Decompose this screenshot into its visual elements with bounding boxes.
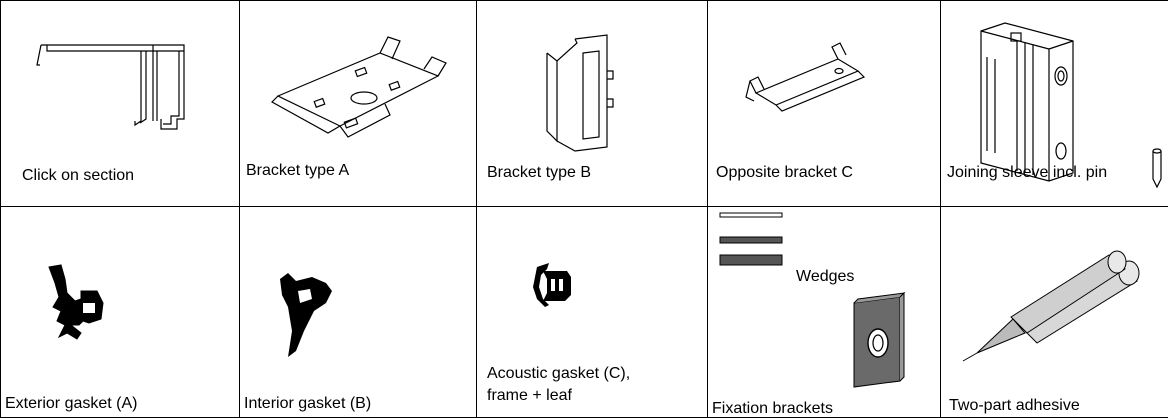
- caption-exterior-gasket: Exterior gasket (A): [5, 395, 138, 412]
- cell-acoustic-gasket: Acoustic gasket (C), frame + leaf: [477, 207, 707, 417]
- grid-line-v4: [940, 0, 941, 418]
- cell-fixation-brackets: Wedges Fixation brackets: [708, 207, 940, 417]
- cell-click-on-section: Click on section: [1, 1, 239, 206]
- click-on-section-profile-icon: [36, 44, 185, 130]
- cell-joining-sleeve: Joining sleeve incl. pin: [941, 1, 1168, 206]
- grid-line-middle: [0, 206, 1168, 207]
- caption-bracket-b: Bracket type B: [487, 164, 592, 181]
- caption-acoustic-gasket-line2: frame + leaf: [487, 387, 572, 404]
- joining-sleeve-icon: [980, 22, 1162, 189]
- caption-opposite-bracket-c: Opposite bracket C: [716, 164, 853, 181]
- grid-line-top: [0, 0, 1168, 1]
- bracket-b-icon: [546, 34, 614, 152]
- wedges-label: Wedges: [796, 268, 855, 285]
- cell-interior-gasket: Interior gasket (B): [240, 207, 476, 417]
- exterior-gasket-icon: [48, 264, 104, 340]
- caption-joining-sleeve: Joining sleeve incl. pin: [947, 164, 1108, 181]
- opposite-bracket-c-icon: [745, 42, 866, 112]
- acoustic-gasket-icon: [533, 263, 571, 307]
- caption-bracket-a: Bracket type A: [246, 162, 350, 179]
- cell-two-part-adhesive: Two-part adhesive: [941, 207, 1168, 417]
- caption-two-part-adhesive: Two-part adhesive: [949, 397, 1080, 414]
- caption-interior-gasket: Interior gasket (B): [244, 395, 372, 412]
- cell-opposite-bracket-c: Opposite bracket C: [708, 1, 940, 206]
- cell-exterior-gasket: Exterior gasket (A): [1, 207, 239, 417]
- caption-acoustic-gasket-line1: Acoustic gasket (C),: [487, 365, 631, 382]
- caption-click-on-section: Click on section: [22, 167, 135, 184]
- bracket-a-icon: [271, 36, 447, 138]
- grid-line-v0: [0, 0, 1, 418]
- interior-gasket-icon: [280, 273, 332, 357]
- cell-bracket-a: Bracket type A: [240, 1, 476, 206]
- cell-bracket-b: Bracket type B: [477, 1, 707, 206]
- fixation-brackets-icon: [719, 212, 906, 388]
- caption-fixation-brackets: Fixation brackets: [712, 400, 833, 417]
- two-part-adhesive-icon: [962, 250, 1140, 362]
- grid-line-v1: [239, 0, 240, 418]
- grid-line-v3: [707, 0, 708, 418]
- grid-line-v2: [476, 0, 477, 418]
